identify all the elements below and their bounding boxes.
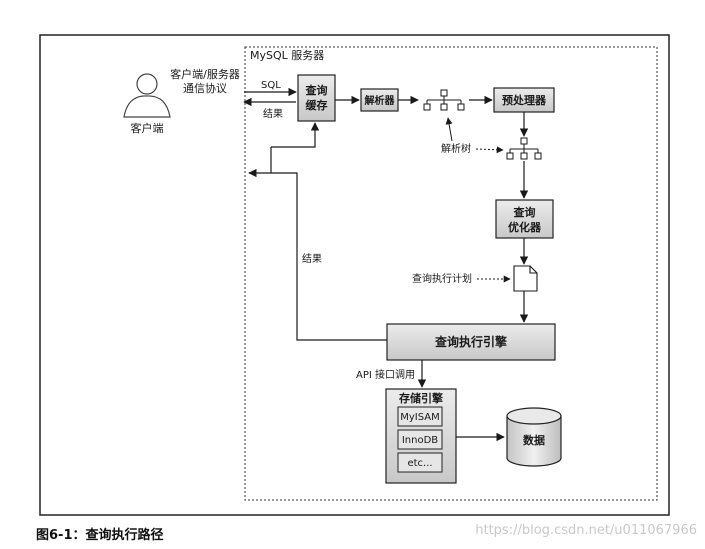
plan-label: 查询执行计划	[412, 272, 472, 285]
protocol-label-line1: 客户端/服务器	[170, 67, 240, 81]
figure-caption: 图6-1：查询执行路径	[36, 528, 164, 543]
preprocessor-box	[493, 87, 555, 113]
cache-result-path	[271, 122, 320, 148]
storage-engine-title: 存储引擎	[399, 391, 443, 405]
document-icon	[513, 265, 538, 292]
server-title: MySQL 服务器	[250, 49, 324, 62]
protocol-label-line2: 通信协议	[183, 81, 227, 95]
watermark: https://blog.csdn.net/u011067966	[475, 523, 697, 538]
parse-tree-label: 解析树	[441, 142, 471, 155]
result-label-top: 结果	[263, 107, 283, 120]
client-label: 客户端	[131, 121, 164, 135]
parser-label: 解析器	[365, 94, 396, 107]
preprocessor-label: 预处理器	[502, 93, 547, 107]
engine-myisam-label: MyISAM	[400, 412, 440, 423]
result-label-side: 结果	[302, 252, 322, 265]
engine-myisam-box	[397, 406, 443, 427]
optimizer-line1: 查询	[514, 205, 536, 219]
server-region	[244, 46, 658, 501]
parse-tree-pointer	[475, 146, 504, 154]
optimizer-line2: 优化器	[508, 220, 542, 234]
engine-etc-box	[397, 452, 443, 473]
result-return-path	[248, 168, 387, 341]
user-icon	[123, 73, 171, 118]
exec-engine-box	[386, 323, 556, 361]
parse-tree-icon	[423, 89, 465, 111]
sql-label: SQL	[261, 80, 281, 91]
data-label: 数据	[523, 433, 545, 447]
api-label: API 接口调用	[356, 368, 415, 381]
engine-etc-label: etc...	[407, 458, 432, 469]
parse-tree-icon	[506, 137, 542, 160]
query-cache-box	[297, 74, 336, 122]
query-cache-line2: 缓存	[306, 98, 328, 112]
outer-frame	[39, 34, 670, 516]
parse-tree-pointer	[445, 117, 453, 142]
query-cache-line1: 查询	[306, 83, 328, 97]
database-icon	[506, 407, 562, 467]
exec-engine-label: 查询执行引擎	[434, 334, 507, 349]
engine-innodb-box	[397, 429, 443, 450]
engine-innodb-label: InnoDB	[402, 435, 438, 446]
